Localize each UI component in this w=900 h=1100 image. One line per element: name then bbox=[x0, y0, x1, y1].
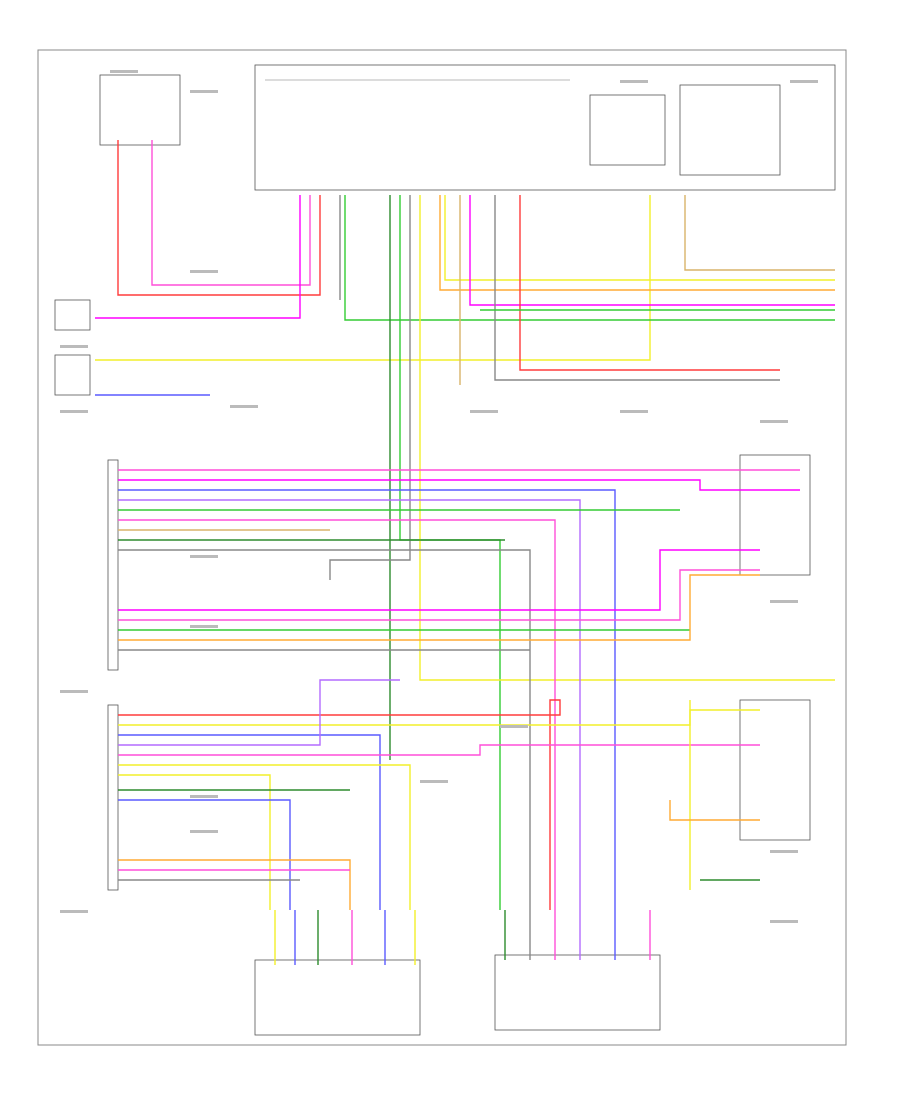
left-switch-1 bbox=[54, 299, 91, 331]
wire-yellow bbox=[444, 195, 835, 281]
wire-violet bbox=[118, 499, 581, 910]
left-switch-2 bbox=[54, 354, 91, 396]
relay-box-right bbox=[679, 84, 781, 176]
label-mark bbox=[60, 690, 88, 693]
label-mark bbox=[620, 410, 648, 413]
wire-pink bbox=[151, 140, 311, 286]
wire-green bbox=[344, 195, 835, 321]
wire-tan bbox=[684, 195, 835, 271]
wire-violet bbox=[118, 679, 400, 746]
label-mark bbox=[60, 410, 88, 413]
label-mark bbox=[470, 410, 498, 413]
label-mark bbox=[770, 850, 798, 853]
label-mark bbox=[620, 80, 648, 83]
label-mark bbox=[190, 90, 218, 93]
label-mark bbox=[770, 920, 798, 923]
wire-magenta bbox=[469, 195, 835, 306]
label-mark bbox=[60, 345, 88, 348]
wire-orange bbox=[118, 574, 760, 641]
label-mark bbox=[190, 830, 218, 833]
junction-box-module bbox=[254, 64, 836, 191]
wire-gray bbox=[494, 195, 780, 381]
relay-box-left bbox=[589, 94, 666, 166]
rear-window-motor-box bbox=[494, 954, 661, 1031]
label-mark bbox=[190, 555, 218, 558]
wire-gray bbox=[118, 549, 531, 910]
label-mark bbox=[190, 270, 218, 273]
label-mark bbox=[790, 80, 818, 83]
label-mark bbox=[500, 725, 528, 728]
driver-door-module-connector bbox=[107, 459, 119, 671]
wire-yellow bbox=[95, 195, 651, 361]
wire-pink bbox=[118, 744, 760, 756]
wire-gray bbox=[329, 195, 411, 580]
tiny-labels bbox=[60, 70, 818, 923]
wire-orange bbox=[439, 195, 835, 291]
label-mark bbox=[190, 795, 218, 798]
wire-magenta bbox=[95, 195, 301, 319]
wire-blue bbox=[118, 734, 381, 910]
wire-red bbox=[117, 140, 321, 296]
right-switch-upper bbox=[739, 454, 811, 576]
passenger-door-module-connector bbox=[107, 704, 119, 891]
label-mark bbox=[110, 70, 138, 73]
label-mark bbox=[190, 625, 218, 628]
front-window-motor-box bbox=[254, 959, 421, 1036]
wire-blue bbox=[118, 489, 616, 910]
wire-magenta bbox=[118, 549, 760, 611]
wire-blue bbox=[118, 799, 291, 910]
wire-red bbox=[118, 699, 561, 910]
label-mark bbox=[60, 910, 88, 913]
wire-orange bbox=[118, 859, 351, 910]
wire-green bbox=[399, 195, 501, 910]
label-mark bbox=[420, 780, 448, 783]
wire-yellow bbox=[118, 764, 411, 910]
wire-magenta bbox=[118, 479, 800, 491]
wire-yellow bbox=[118, 709, 760, 726]
wire-pink bbox=[118, 569, 760, 621]
wire-orange bbox=[669, 800, 760, 821]
wire-pink bbox=[118, 519, 556, 910]
label-mark bbox=[760, 420, 788, 423]
diagram-frame bbox=[37, 49, 847, 1046]
wire-red bbox=[519, 195, 780, 371]
wire-yellow bbox=[419, 195, 835, 681]
label-mark bbox=[770, 600, 798, 603]
wires bbox=[95, 140, 835, 965]
right-switch-lower bbox=[739, 699, 811, 841]
fuse-block bbox=[99, 74, 181, 146]
label-mark bbox=[230, 405, 258, 408]
wire-yellow bbox=[118, 774, 271, 910]
